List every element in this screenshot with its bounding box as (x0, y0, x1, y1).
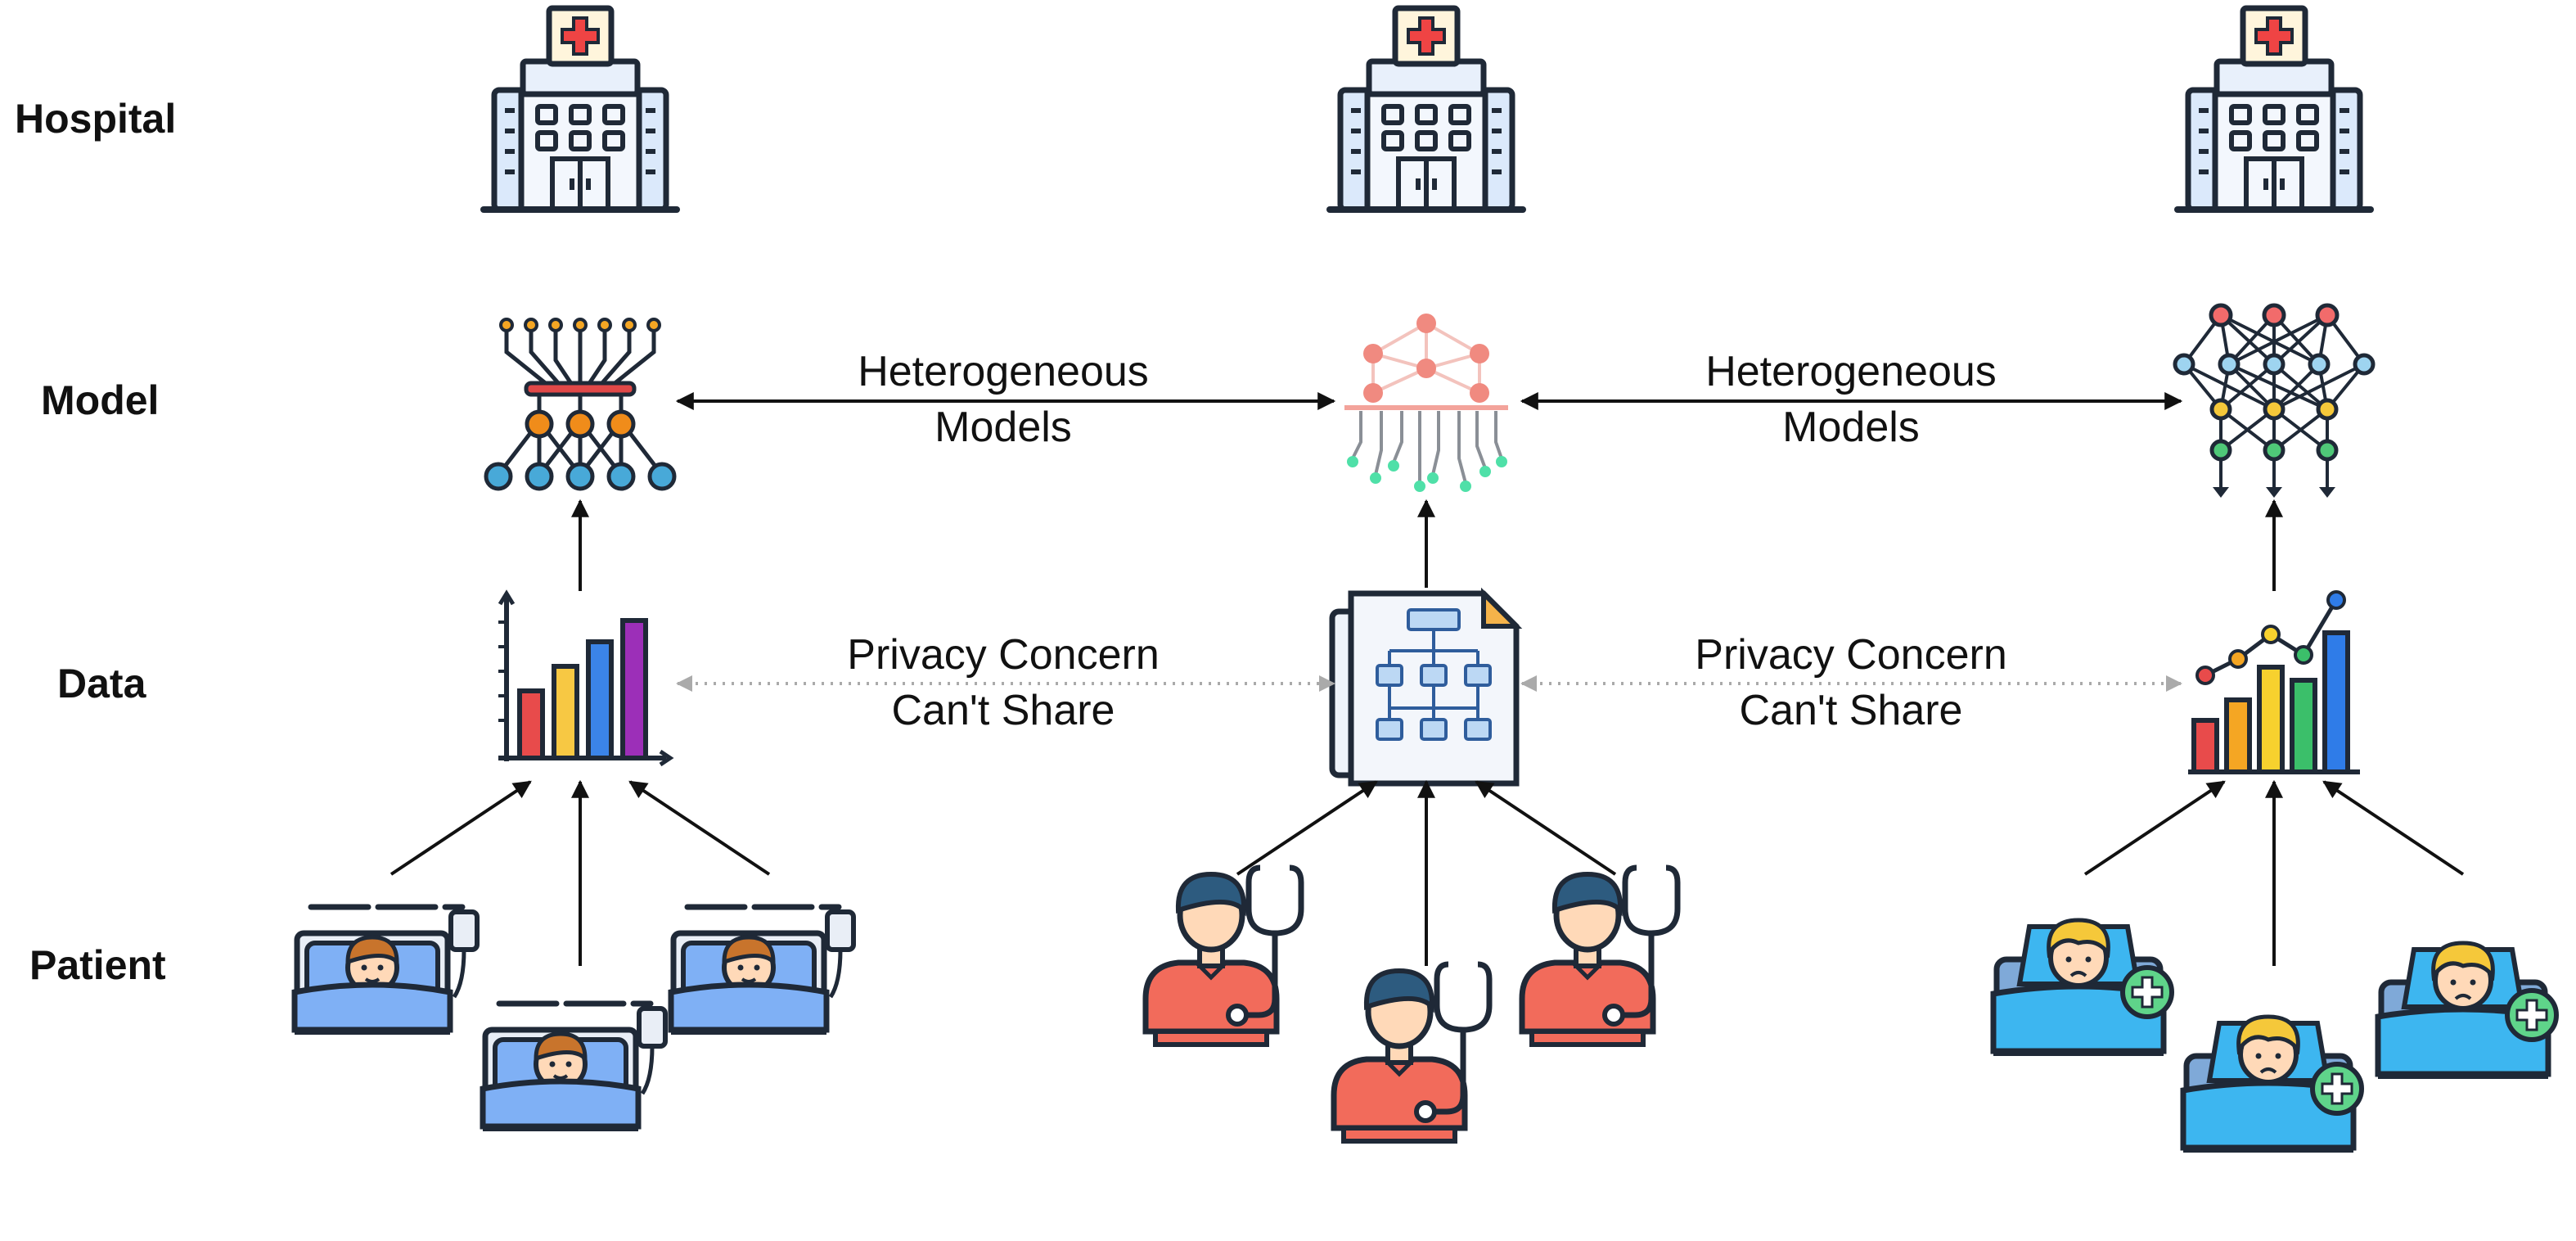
label-line: Can't Share (1739, 687, 1963, 734)
doctor-stethoscope-icon (1334, 964, 1489, 1141)
label-line: Can't Share (891, 687, 1115, 734)
sick-patient-icon (1993, 920, 2172, 1053)
label-line: Heterogeneous (858, 348, 1149, 395)
doctor-stethoscope-icon (1146, 868, 1301, 1045)
patient-in-bed-icon (295, 907, 477, 1031)
neural-chip-icon (484, 318, 677, 491)
patient-in-bed-icon (483, 1004, 665, 1128)
patient-in-bed-icon (671, 907, 853, 1031)
doctor-stethoscope-icon (1522, 868, 1678, 1045)
row-label-patient: Patient (29, 942, 166, 988)
privacy-concern-label-left: Privacy Concern Can't Share (774, 627, 1232, 738)
bar-chart-icon (498, 589, 674, 767)
bar-line-chart-icon (2188, 590, 2360, 774)
sick-patient-icon (2183, 1017, 2362, 1149)
sick-patient-icon (2378, 943, 2556, 1076)
patient-to-data-arrow (1236, 780, 1378, 876)
hospital-building-icon (484, 8, 677, 210)
label-line: Models (1782, 404, 1920, 451)
network-circuit-icon (1344, 314, 1508, 492)
privacy-concern-label-right: Privacy Concern Can't Share (1622, 627, 2080, 738)
label-line: Heterogeneous (1705, 348, 1997, 395)
hospital-building-icon (2177, 8, 2371, 210)
neural-network-icon (2173, 303, 2376, 498)
heterogeneous-models-label-left: Heterogeneous Models (774, 344, 1232, 455)
label-line: Privacy Concern (847, 631, 1160, 679)
row-label-model: Model (41, 377, 160, 423)
row-label-data: Data (57, 661, 146, 706)
patient-to-data-arrow (628, 780, 771, 876)
patient-to-data-arrow (2083, 780, 2226, 876)
flowchart-document-icon (1329, 587, 1523, 787)
hospital-building-icon (1330, 8, 1523, 210)
row-label-hospital: Hospital (15, 96, 177, 142)
label-line: Privacy Concern (1695, 631, 2007, 679)
patient-to-data-arrow (1475, 780, 1617, 876)
patient-to-data-arrow (2322, 780, 2465, 876)
label-line: Models (934, 404, 1072, 451)
patient-to-data-arrow (390, 780, 532, 876)
heterogeneous-models-label-right: Heterogeneous Models (1622, 344, 2080, 455)
